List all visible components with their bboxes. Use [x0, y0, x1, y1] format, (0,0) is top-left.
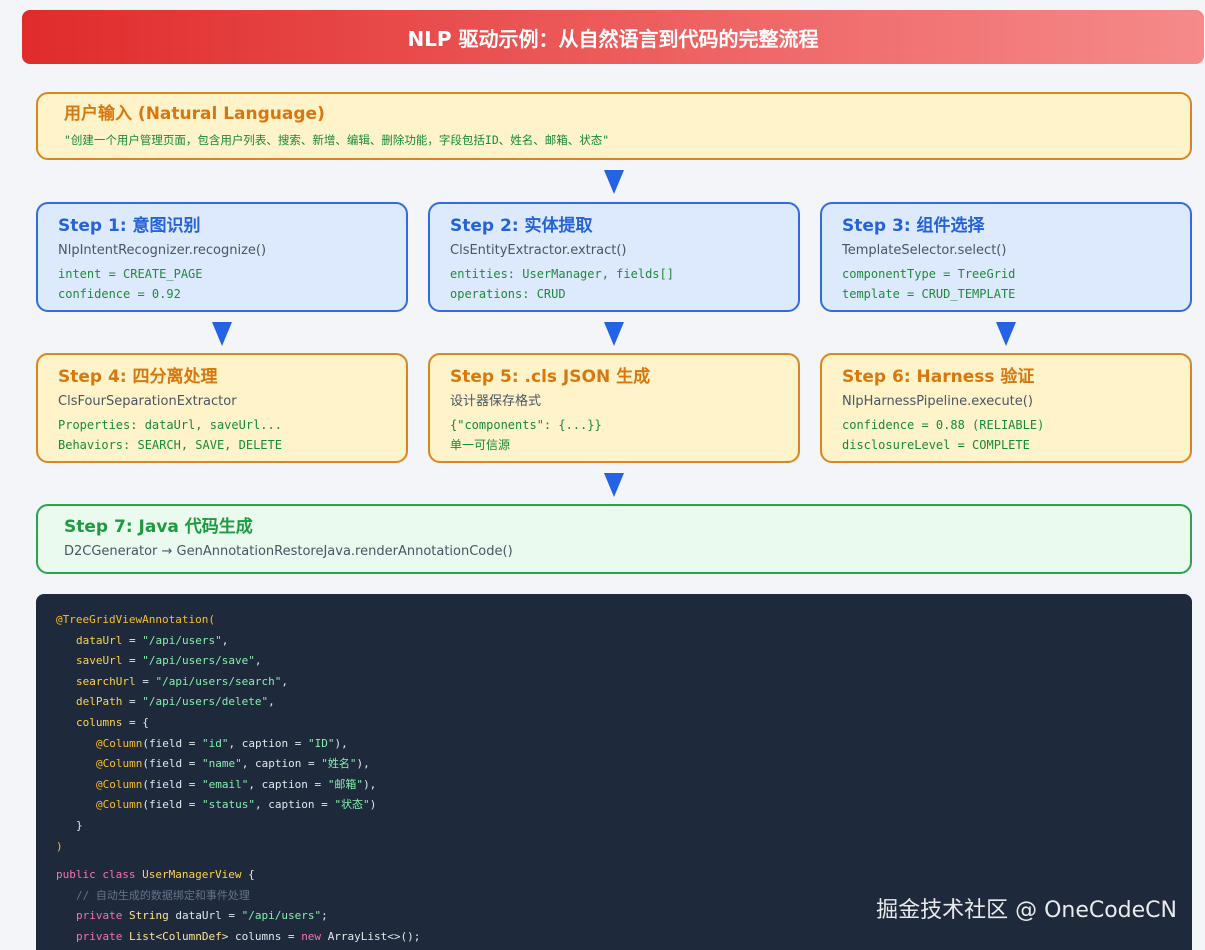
code-type: String: [128, 909, 169, 923]
code-attr-value: "/api/users/save": [142, 654, 255, 668]
step-3-line-1: componentType = TreeGrid: [842, 267, 1016, 281]
step-1-line-1: intent = CREATE_PAGE: [58, 267, 203, 281]
step-5-box: Step 5: .cls JSON 生成 设计器保存格式 {"component…: [428, 353, 800, 463]
step-5-method: 设计器保存格式: [450, 394, 542, 409]
code-column-annotation: @Column: [96, 757, 143, 771]
code-column-field: "name": [201, 757, 242, 771]
step-2-method: ClsEntityExtractor.extract(): [450, 243, 627, 258]
code-type: List<ColumnDef>: [128, 929, 229, 943]
code-field-name: columns: [234, 929, 282, 943]
code-attr-key: dataUrl: [76, 633, 123, 647]
step-2-line-2: operations: CRUD: [450, 287, 566, 301]
code-attr-key: saveUrl: [76, 654, 123, 668]
page-title: NLP 驱动示例：从自然语言到代码的完整流程: [22, 10, 1204, 64]
user-input-title: 用户输入 (Natural Language): [64, 104, 325, 124]
code-column-annotation: @Column: [96, 736, 143, 750]
flow-arrow: [604, 170, 624, 194]
code-column-annotation: @Column: [96, 777, 143, 791]
step-6-title: Step 6: Harness 验证: [842, 367, 1035, 387]
watermark: 掘金技术社区 @ OneCodeCN: [876, 898, 1177, 923]
code-column-annotation: @Column: [96, 798, 143, 812]
step-6-box: Step 6: Harness 验证 NlpHarnessPipeline.ex…: [820, 353, 1192, 463]
step-5-line-2: 单一可信源: [450, 438, 511, 452]
code-attr-value: "/api/users": [142, 633, 222, 647]
code-attr-value: "/api/users/search": [155, 674, 282, 688]
step-6-method: NlpHarnessPipeline.execute(): [842, 394, 1033, 409]
step-4-line-1: Properties: dataUrl, saveUrl...: [58, 418, 282, 432]
step-6-line-1: confidence = 0.88 (RELIABLE): [842, 418, 1045, 432]
code-column-field: "email": [201, 777, 249, 791]
user-input-quote: "创建一个用户管理页面，包含用户列表、搜索、新增、编辑、删除功能，字段包括ID、…: [64, 133, 610, 147]
code-comment: // 自动生成的数据绑定和事件处理: [76, 888, 250, 902]
step-2-line-1: entities: UserManager, fields[]: [450, 267, 674, 281]
step-6-line-2: disclosureLevel = COMPLETE: [842, 438, 1030, 452]
code-attr-key: searchUrl: [76, 674, 136, 688]
step-4-title: Step 4: 四分离处理: [58, 367, 218, 387]
code-attr-value: "/api/users/delete": [142, 695, 269, 709]
flow-arrow: [604, 322, 624, 346]
code-modifier: private: [76, 909, 123, 923]
step-3-line-2: template = CRUD_TEMPLATE: [842, 287, 1016, 301]
code-annotation: @TreeGridViewAnnotation(: [56, 613, 215, 626]
step-1-box: Step 1: 意图识别 NlpIntentRecognizer.recogni…: [36, 202, 408, 312]
step-3-title: Step 3: 组件选择: [842, 216, 985, 236]
step-2-title: Step 2: 实体提取: [450, 216, 593, 236]
code-column-caption: "姓名": [321, 757, 357, 771]
step-1-title: Step 1: 意图识别: [58, 216, 201, 236]
step-2-box: Step 2: 实体提取 ClsEntityExtractor.extract(…: [428, 202, 800, 312]
code-column-caption: "邮箱": [327, 777, 364, 791]
step-4-box: Step 4: 四分离处理 ClsFourSeparationExtractor…: [36, 353, 408, 463]
step-4-line-2: Behaviors: SEARCH, SAVE, DELETE: [58, 438, 282, 452]
step-7-method: D2CGenerator → GenAnnotationRestoreJava.…: [64, 544, 513, 559]
code-columns-key: columns: [76, 715, 123, 729]
step-1-method: NlpIntentRecognizer.recognize(): [58, 243, 267, 258]
code-attr-key: delPath: [76, 695, 123, 709]
step-3-method: TemplateSelector.select(): [842, 243, 1007, 258]
code-class-keyword: public class: [56, 868, 136, 882]
flow-arrow: [212, 322, 232, 346]
code-column-field: "status": [201, 798, 255, 812]
step-4-method: ClsFourSeparationExtractor: [58, 394, 237, 409]
page-title-text: NLP 驱动示例：从自然语言到代码的完整流程: [407, 26, 819, 51]
code-column-caption: "状态": [334, 798, 370, 812]
step-1-line-2: confidence = 0.92: [58, 287, 181, 301]
step-5-line-1: {"components": {...}}: [450, 418, 602, 432]
code-block: @TreeGridViewAnnotation( dataUrl = "/api…: [36, 594, 1192, 950]
step-7-title: Step 7: Java 代码生成: [64, 517, 253, 537]
code-field-value: "/api/users": [241, 909, 322, 923]
code-modifier: private: [76, 929, 123, 943]
step-5-title: Step 5: .cls JSON 生成: [450, 367, 651, 387]
code-field-value: ArrayList<>();: [327, 929, 421, 943]
code-field-name: dataUrl: [175, 909, 222, 923]
code-new-keyword: new: [301, 929, 322, 943]
user-input-box: 用户输入 (Natural Language) "创建一个用户管理页面，包含用户…: [36, 92, 1192, 160]
code-column-caption: "ID": [307, 736, 335, 750]
step-3-box: Step 3: 组件选择 TemplateSelector.select() c…: [820, 202, 1192, 312]
code-class-name: UserManagerView: [142, 868, 242, 882]
code-column-field: "id": [201, 736, 229, 750]
flow-arrow: [604, 473, 624, 497]
step-7-box: Step 7: Java 代码生成 D2CGenerator → GenAnno…: [36, 504, 1192, 574]
flow-arrow: [996, 322, 1016, 346]
